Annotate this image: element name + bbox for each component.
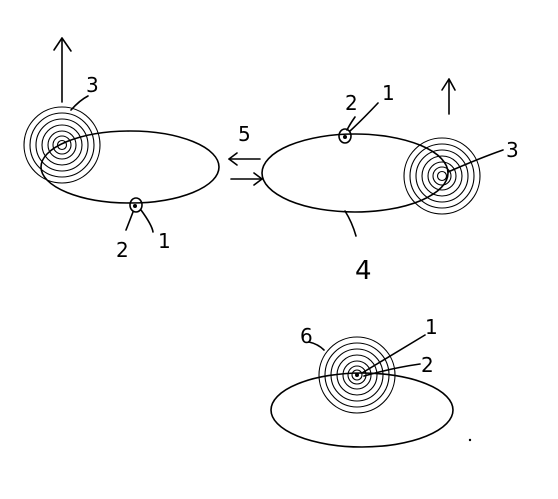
right-coil-3 [403, 137, 481, 215]
right-system: 2 1 3 4 [261, 78, 519, 286]
label-right-2: 2 [345, 91, 358, 115]
label-bottom-6: 6 [300, 324, 313, 348]
leader-bottom-6 [308, 341, 325, 351]
label-bottom-1: 1 [425, 315, 438, 339]
left-particle [129, 197, 143, 213]
bottom-orbit-ellipse [270, 372, 454, 448]
leader-right-1 [349, 102, 379, 132]
label-mid-5: 5 [238, 122, 251, 146]
leader-left-1 [140, 209, 154, 233]
label-right-4: 4 [355, 256, 372, 286]
left-coil-3 [23, 106, 101, 184]
stray-mark [468, 438, 472, 442]
bottom-system: 6 1 2 [270, 315, 454, 448]
right-up-arrow [441, 78, 456, 115]
leader-left-2 [125, 211, 134, 231]
right-particle [338, 128, 352, 144]
label-right-3: 3 [506, 138, 519, 162]
left-up-arrow [53, 37, 72, 103]
label-right-1: 1 [382, 81, 395, 105]
label-bottom-2: 2 [421, 353, 434, 377]
left-system: 3 1 2 [23, 37, 220, 262]
leader-bottom-1 [361, 334, 426, 374]
leader-right-4 [344, 210, 357, 237]
label-left-1: 1 [158, 229, 171, 253]
label-left-3: 3 [86, 73, 99, 97]
left-orbit-ellipse [40, 130, 220, 204]
label-left-2: 2 [116, 238, 129, 262]
leader-right-3 [447, 149, 504, 173]
leader-right-2 [346, 116, 356, 131]
right-orbit-ellipse [261, 133, 449, 213]
middle-arrows: 5 [228, 122, 263, 186]
bottom-coil-6 [318, 336, 396, 414]
leader-bottom-2 [363, 363, 421, 377]
leader-left-3 [70, 95, 89, 111]
